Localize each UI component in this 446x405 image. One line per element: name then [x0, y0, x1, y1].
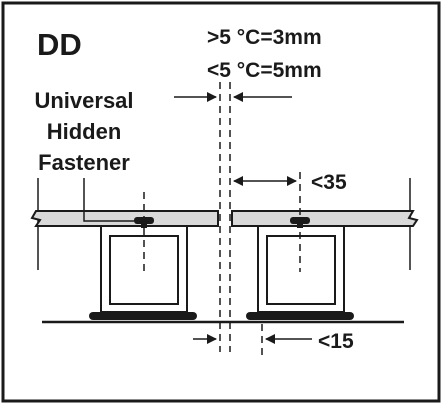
diagram-frame [1, 1, 441, 403]
fastener-label-line3: Fastener [38, 150, 130, 175]
deck-board-right [231, 210, 419, 227]
joist-right [246, 225, 354, 320]
dimension-label-bottom: <15 [318, 330, 354, 353]
diagram-title: DD [37, 27, 82, 62]
gap-rule-warm: >5 °C=3mm [207, 26, 322, 49]
joist-left [89, 225, 197, 320]
fastener-label-line2: Hidden [47, 119, 122, 144]
deck-board-left [30, 210, 219, 227]
gap-rule-cold: <5 °C=5mm [207, 59, 322, 82]
fastener-leader-line [83, 178, 134, 222]
fastener-label-line1: Universal [34, 88, 133, 113]
dimension-label-top: <35 [311, 171, 347, 194]
